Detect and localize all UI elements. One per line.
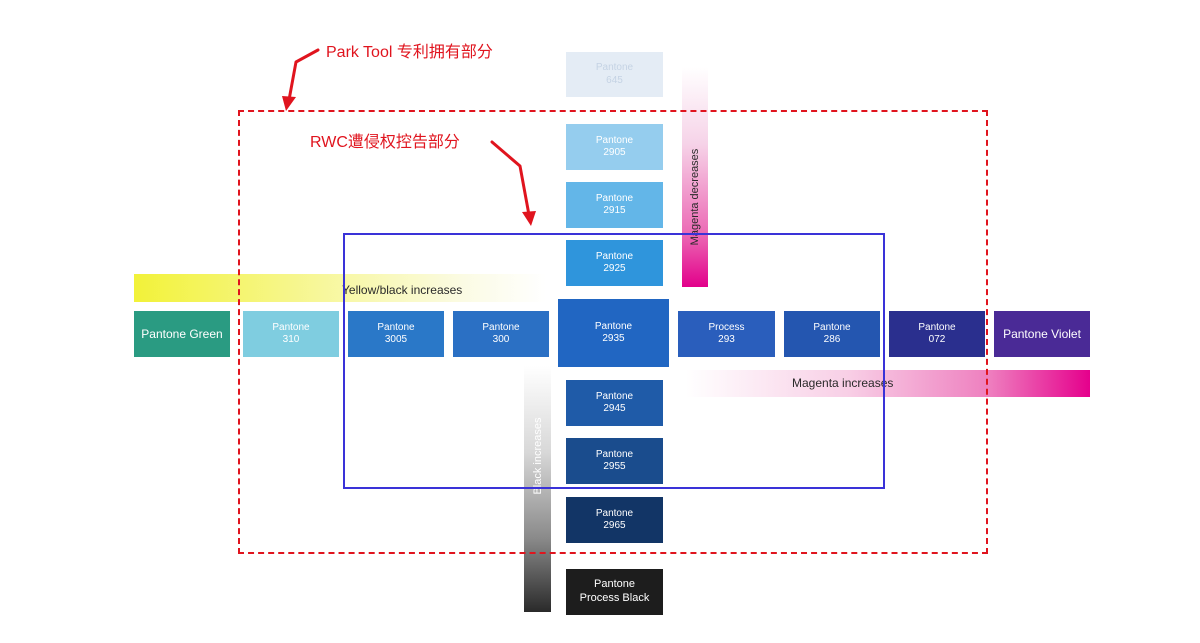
yellow-black-gradient-bar bbox=[134, 274, 546, 302]
swatch-line1: Pantone Green bbox=[141, 326, 223, 341]
swatch-line2: 2925 bbox=[603, 263, 626, 274]
swatch-pantone-072: Pantone 072 bbox=[889, 311, 985, 357]
swatch-line2: 293 bbox=[718, 334, 735, 345]
swatch-pantone-3005: Pantone 3005 bbox=[348, 311, 444, 357]
swatch-pantone-645: Pantone 645 bbox=[566, 52, 663, 97]
swatch-line1: Pantone bbox=[595, 192, 634, 204]
swatch-line2: 2935 bbox=[602, 333, 625, 344]
swatch-line1: Pantone bbox=[377, 321, 415, 333]
swatch-pantone-2905: Pantone 2905 bbox=[566, 124, 663, 170]
park-tool-arrow-icon bbox=[282, 48, 320, 111]
rwc-infringement-region bbox=[343, 233, 885, 489]
swatch-line1: Pantone bbox=[595, 134, 634, 146]
park-tool-patent-region bbox=[238, 110, 988, 554]
swatch-line2: 300 bbox=[492, 334, 510, 345]
swatch-line2: 2965 bbox=[603, 520, 626, 531]
rwc-arrow-icon bbox=[490, 140, 536, 226]
yellow-black-gradient-label: Yellow/black increases bbox=[342, 283, 463, 297]
swatch-line2: 645 bbox=[606, 74, 623, 86]
swatch-pantone-2955: Pantone 2955 bbox=[566, 438, 663, 484]
swatch-line1: Pantone bbox=[595, 390, 634, 402]
swatch-line2: Process Black bbox=[579, 592, 650, 604]
swatch-pantone-green: Pantone Green bbox=[134, 311, 230, 357]
swatch-pantone-2935: Pantone 2935 bbox=[558, 299, 669, 367]
park-tool-annotation: Park Tool 专利拥有部分 bbox=[326, 44, 493, 61]
swatch-line1: Pantone bbox=[918, 321, 956, 333]
swatch-line2: 2905 bbox=[603, 147, 626, 158]
swatch-line2: 072 bbox=[928, 334, 946, 345]
swatch-pantone-2945: Pantone 2945 bbox=[566, 380, 663, 426]
swatch-line2: 2955 bbox=[603, 461, 626, 472]
swatch-line1: Pantone bbox=[594, 320, 633, 332]
swatch-line1: Pantone bbox=[272, 321, 310, 333]
swatch-pantone-2965: Pantone 2965 bbox=[566, 497, 663, 543]
swatch-line1: Process bbox=[708, 321, 745, 333]
swatch-pantone-310: Pantone 310 bbox=[243, 311, 339, 357]
swatch-line1: Pantone bbox=[595, 62, 634, 73]
swatch-pantone-process-black: Pantone Process Black bbox=[566, 569, 663, 615]
magenta-increases-gradient-bar bbox=[686, 370, 1090, 397]
swatch-line1: Pantone Violet bbox=[1003, 326, 1081, 341]
swatch-pantone-violet: Pantone Violet bbox=[994, 311, 1090, 357]
swatch-line2: 3005 bbox=[384, 334, 408, 345]
swatch-process-293: Process 293 bbox=[678, 311, 775, 357]
swatch-line2: 286 bbox=[823, 334, 841, 345]
black-increases-gradient-bar bbox=[524, 366, 551, 612]
swatch-line1: Pantone bbox=[813, 321, 851, 333]
swatch-line2: 310 bbox=[282, 334, 300, 345]
swatch-line1: Pantone bbox=[594, 578, 635, 591]
swatch-pantone-2915: Pantone 2915 bbox=[566, 182, 663, 228]
swatch-line1: Pantone bbox=[482, 321, 520, 333]
swatch-line1: Pantone bbox=[595, 507, 634, 519]
swatch-line1: Pantone bbox=[595, 250, 634, 262]
swatch-line1: Pantone bbox=[595, 448, 634, 460]
swatch-line2: 2945 bbox=[603, 403, 626, 414]
swatch-line2: 2915 bbox=[603, 205, 626, 216]
magenta-decreases-gradient-bar bbox=[682, 67, 708, 287]
rwc-annotation: RWC遭侵权控告部分 bbox=[310, 134, 460, 151]
magenta-increases-gradient-label: Magenta increases bbox=[792, 376, 894, 390]
swatch-pantone-286: Pantone 286 bbox=[784, 311, 880, 357]
swatch-pantone-2925: Pantone 2925 bbox=[566, 240, 663, 286]
swatch-pantone-300: Pantone 300 bbox=[453, 311, 549, 357]
